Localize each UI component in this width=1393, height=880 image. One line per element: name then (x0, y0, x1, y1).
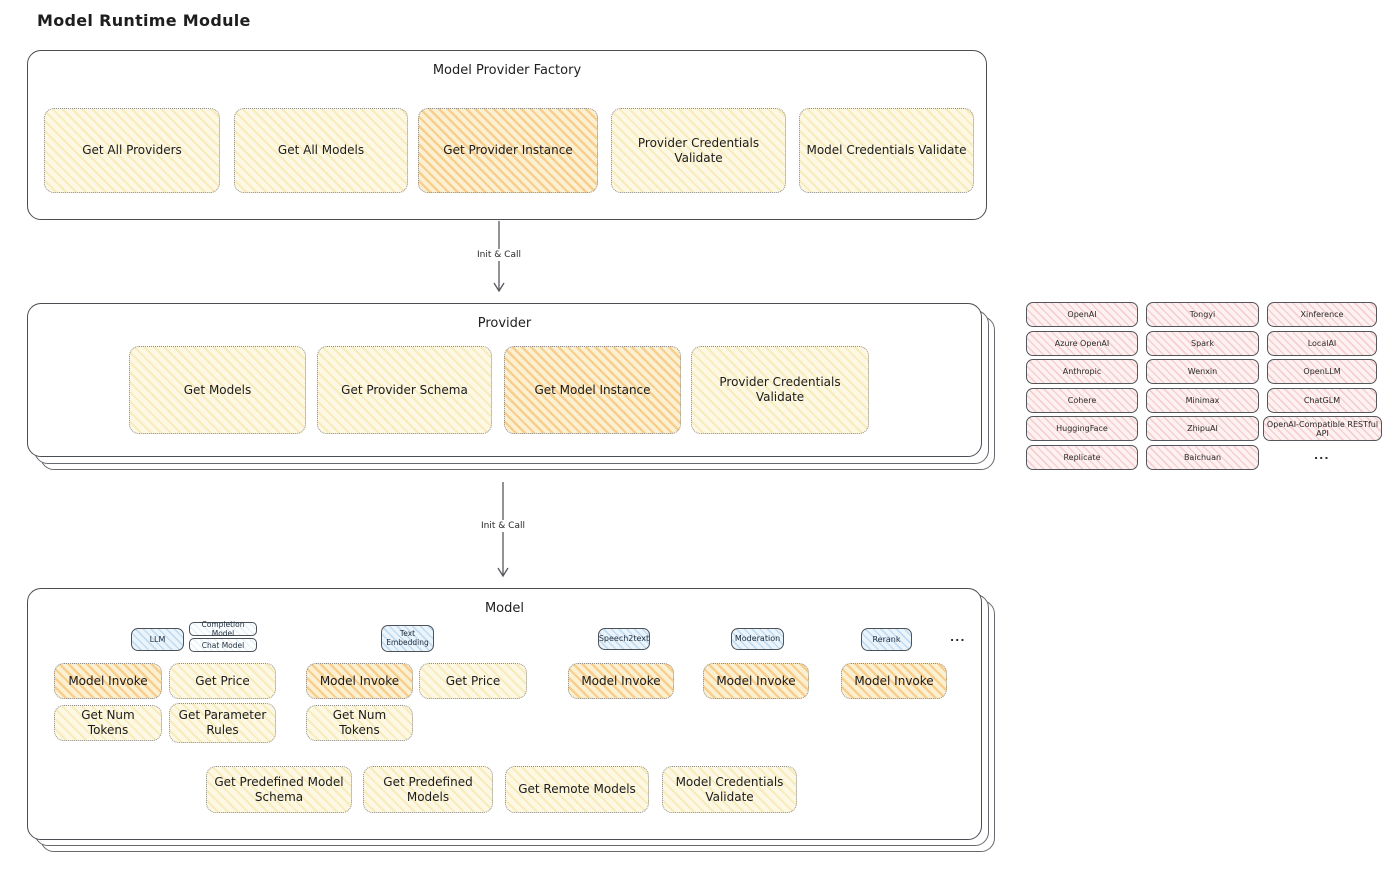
node-llm-get-num-tokens: Get Num Tokens (54, 705, 162, 741)
provider-box: Provider Get Models Get Provider Schema … (27, 303, 982, 457)
pill-tongyi: Tongyi (1146, 302, 1259, 327)
arrow1-label: Init & Call (473, 249, 525, 261)
node-llm-get-price: Get Price (169, 663, 276, 699)
tab-speech2text: Speech2text (598, 628, 650, 650)
tab-rerank: Rerank (861, 628, 912, 651)
factory-section: Model Provider Factory Get All Providers… (27, 50, 987, 220)
provider-title: Provider (477, 316, 532, 331)
pill-minimax: Minimax (1146, 388, 1259, 413)
node-llm-get-parameter-rules: Get Parameter Rules (169, 703, 276, 743)
model-box: Model LLM Completion Model Chat Model Te… (27, 588, 982, 840)
node-get-all-providers: Get All Providers (44, 108, 220, 193)
node-get-predefined-model-schema: Get Predefined Model Schema (206, 766, 352, 813)
node-provider-credentials-validate: Provider Credentials Validate (611, 108, 786, 193)
pill-chatglm: ChatGLM (1267, 388, 1377, 413)
node-model-credentials-validate: Model Credentials Validate (799, 108, 974, 193)
pill-baichuan: Baichuan (1146, 445, 1259, 470)
provider-catalog-more: ... (1314, 449, 1330, 462)
diagram-title: Model Runtime Module (37, 11, 251, 30)
factory-box: Model Provider Factory Get All Providers… (27, 50, 987, 220)
model-title: Model (484, 601, 525, 616)
node-te-model-invoke: Model Invoke (306, 663, 413, 699)
node-moderation-model-invoke: Model Invoke (703, 663, 809, 699)
pill-anthropic: Anthropic (1026, 359, 1138, 384)
node-get-provider-schema: Get Provider Schema (317, 346, 492, 434)
tab-text-embedding: Text Embedding (381, 625, 434, 652)
node-get-provider-instance: Get Provider Instance (418, 108, 598, 193)
pill-cohere: Cohere (1026, 388, 1138, 413)
pill-openai-compatible-restful-api: OpenAI-Compatible RESTful API (1263, 416, 1382, 441)
node-get-predefined-models: Get Predefined Models (363, 766, 493, 813)
tab-llm: LLM (131, 628, 184, 651)
node-te-get-price: Get Price (419, 663, 527, 699)
node-get-model-instance: Get Model Instance (504, 346, 681, 434)
pill-wenxin: Wenxin (1146, 359, 1259, 384)
pill-localai: LocalAI (1267, 331, 1377, 356)
node-rerank-model-invoke: Model Invoke (841, 663, 947, 699)
node-llm-model-invoke: Model Invoke (54, 663, 162, 699)
tab-moderation: Moderation (731, 628, 784, 650)
node-provider-credentials-validate-2: Provider Credentials Validate (691, 346, 869, 434)
pill-openai: OpenAI (1026, 302, 1138, 327)
tab-completion-model: Completion Model (189, 620, 257, 638)
arrow2-label: Init & Call (477, 520, 529, 532)
factory-title: Model Provider Factory (432, 63, 582, 78)
node-get-models: Get Models (129, 346, 306, 434)
provider-section: Provider Get Models Get Provider Schema … (27, 303, 995, 470)
provider-catalog: OpenAI Azure OpenAI Anthropic Cohere Hug… (1026, 302, 1388, 474)
pill-azure-openai: Azure OpenAI (1026, 331, 1138, 356)
node-get-remote-models: Get Remote Models (505, 766, 649, 813)
pill-spark: Spark (1146, 331, 1259, 356)
tab-chat-model: Chat Model (189, 638, 257, 652)
model-section: Model LLM Completion Model Chat Model Te… (27, 588, 995, 852)
node-te-get-num-tokens: Get Num Tokens (306, 705, 413, 741)
model-tabs-more: ... (950, 631, 966, 644)
pill-replicate: Replicate (1026, 445, 1138, 470)
node-s2t-model-invoke: Model Invoke (568, 663, 674, 699)
pill-xinference: Xinference (1267, 302, 1377, 327)
pill-openllm: OpenLLM (1267, 359, 1377, 384)
pill-zhipuai: ZhipuAI (1146, 416, 1259, 441)
node-get-all-models: Get All Models (234, 108, 408, 193)
node-model-credentials-validate-2: Model Credentials Validate (662, 766, 797, 813)
pill-huggingface: HuggingFace (1026, 416, 1138, 441)
